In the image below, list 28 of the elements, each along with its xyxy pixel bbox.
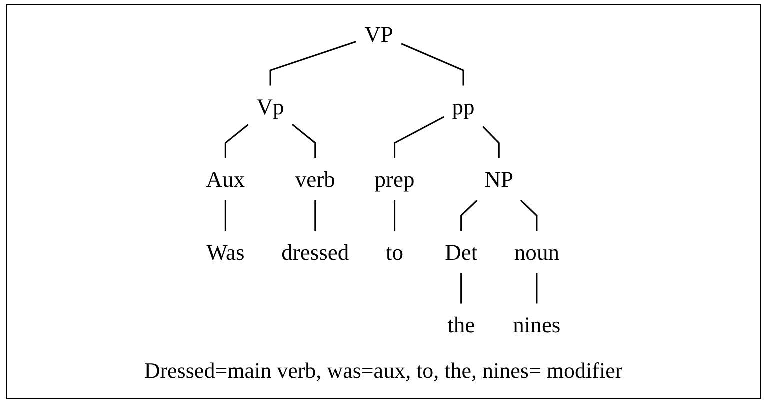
node-text: Det bbox=[445, 239, 478, 265]
connector bbox=[292, 124, 316, 159]
connector bbox=[270, 41, 357, 86]
node-text: the bbox=[448, 312, 476, 338]
node-text: dressed bbox=[282, 239, 350, 265]
node-text: to bbox=[386, 239, 404, 265]
connector bbox=[401, 43, 464, 86]
connector bbox=[224, 200, 226, 232]
node-text: Vp bbox=[256, 94, 284, 120]
node-text: noun bbox=[514, 239, 560, 265]
connector bbox=[460, 273, 462, 304]
connector bbox=[482, 126, 500, 159]
connector bbox=[460, 200, 478, 232]
node-text: nines bbox=[513, 312, 561, 338]
connector bbox=[314, 200, 316, 232]
node-text: Was bbox=[206, 239, 245, 265]
connector bbox=[536, 273, 538, 304]
node-text: pp bbox=[452, 94, 475, 120]
node-text: NP bbox=[484, 166, 514, 192]
node-text: VP bbox=[364, 21, 394, 47]
connector bbox=[394, 116, 444, 159]
node-text: prep bbox=[374, 166, 415, 192]
connector bbox=[394, 200, 396, 232]
node-text: Aux bbox=[206, 166, 246, 192]
caption: Dressed=main verb, was=aux, to, the, nines= modifier bbox=[144, 358, 623, 384]
connector bbox=[520, 200, 538, 232]
connector bbox=[224, 124, 250, 159]
node-text: verb bbox=[295, 166, 336, 192]
